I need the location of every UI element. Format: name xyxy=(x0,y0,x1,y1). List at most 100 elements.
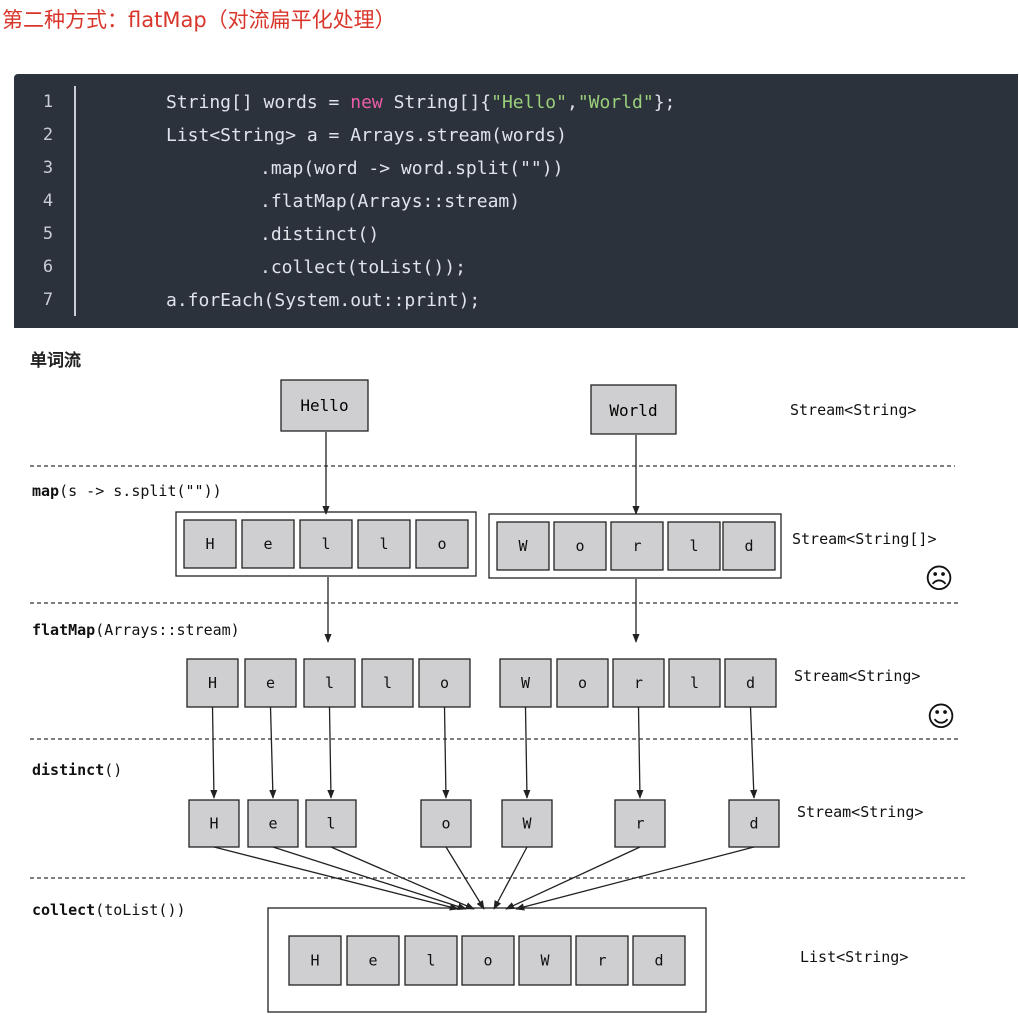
char-label: H xyxy=(205,535,214,553)
array-group xyxy=(175,511,477,577)
char-label: o xyxy=(437,535,446,553)
diagram-title: 单词流 xyxy=(30,350,81,371)
char-box xyxy=(244,658,297,708)
char-box xyxy=(575,935,629,986)
char-box xyxy=(668,658,721,708)
char-box xyxy=(415,519,469,569)
char-label: e xyxy=(263,535,272,553)
flow-arrow xyxy=(442,706,450,799)
char-box xyxy=(518,935,572,986)
char-box xyxy=(420,799,472,848)
code-text: .flatMap(Arrays::stream) xyxy=(260,191,521,212)
flow-arrow xyxy=(330,846,475,910)
char-label: o xyxy=(575,537,584,555)
flow-arrow xyxy=(493,846,528,910)
char-label: d xyxy=(749,815,758,833)
page-heading: 第二种方式：flatMap（对流扁平化处理） xyxy=(2,8,396,32)
char-label: l xyxy=(326,815,335,833)
flow-arrow xyxy=(636,706,644,799)
line-number: 7 xyxy=(42,290,54,310)
word-label: World xyxy=(609,401,657,420)
char-label: e xyxy=(368,952,377,970)
stage-label: collect(toList()) xyxy=(32,901,186,919)
code-text: List<String> a = Arrays.stream(words) xyxy=(166,125,567,146)
stream-type-label: Stream<String> xyxy=(794,667,920,685)
char-box xyxy=(188,799,240,848)
sad-face-icon: ☹ xyxy=(924,562,953,595)
char-box xyxy=(303,658,356,708)
char-box xyxy=(418,658,471,708)
char-label: W xyxy=(521,674,531,692)
stream-type-label: Stream<String> xyxy=(790,401,916,419)
char-box xyxy=(724,658,777,708)
char-label: l xyxy=(426,952,435,970)
char-label: o xyxy=(578,674,587,692)
list-container xyxy=(267,907,707,1013)
stream-type-label: Stream<String[]> xyxy=(792,530,937,548)
code-text: a.forEach(System.out::print); xyxy=(166,290,481,311)
char-label: e xyxy=(266,674,275,692)
char-label: d xyxy=(654,952,663,970)
char-label: W xyxy=(518,537,528,555)
word-box xyxy=(590,384,677,435)
char-box xyxy=(247,799,299,848)
char-label: r xyxy=(635,815,644,833)
char-box xyxy=(299,519,353,569)
char-box xyxy=(728,799,780,848)
array-group xyxy=(488,513,782,579)
char-label: d xyxy=(744,537,753,555)
code-text: .collect(toList()); xyxy=(260,257,466,278)
code-line: 3 .map(word -> word.split("")) xyxy=(14,152,1018,185)
char-label: l xyxy=(690,674,699,692)
char-label: r xyxy=(597,952,606,970)
flow-arrow xyxy=(749,706,758,799)
word-label: Hello xyxy=(300,396,348,415)
word-box xyxy=(280,379,369,432)
char-label: l xyxy=(379,535,388,553)
char-box xyxy=(357,519,411,569)
char-label: W xyxy=(522,815,532,833)
stream-type-label: List<String> xyxy=(800,948,908,966)
char-box xyxy=(346,935,400,986)
flow-arrow xyxy=(269,706,277,799)
char-box xyxy=(553,521,607,571)
char-label: d xyxy=(746,674,755,692)
stream-type-label: Stream<String> xyxy=(797,803,923,821)
line-number: 3 xyxy=(42,158,54,178)
flow-arrow xyxy=(505,846,641,910)
char-box xyxy=(183,519,237,569)
char-label: r xyxy=(632,537,641,555)
flow-arrow xyxy=(213,846,459,911)
char-label: l xyxy=(689,537,698,555)
code-gutter-divider xyxy=(74,86,76,316)
flow-arrow xyxy=(272,846,467,910)
char-box xyxy=(305,799,357,848)
flow-arrow xyxy=(445,846,485,910)
flow-arrow xyxy=(515,846,755,911)
stage-label: distinct() xyxy=(32,761,122,779)
char-box xyxy=(499,658,552,708)
char-label: o xyxy=(483,952,492,970)
char-label: e xyxy=(268,815,277,833)
char-box xyxy=(610,521,664,571)
stage-label: map(s -> s.split("")) xyxy=(32,482,222,500)
char-box xyxy=(288,935,342,986)
char-label: H xyxy=(209,815,218,833)
code-text: .map(word -> word.split("")) xyxy=(260,158,564,179)
code-line: 7 a.forEach(System.out::print); xyxy=(14,284,1018,317)
char-box xyxy=(667,521,721,571)
code-line: 6 .collect(toList()); xyxy=(14,251,1018,284)
char-label: r xyxy=(634,674,643,692)
char-box xyxy=(496,521,550,571)
flow-arrow xyxy=(210,706,218,799)
char-box xyxy=(186,658,239,708)
char-box xyxy=(501,799,553,848)
char-label: l xyxy=(325,674,334,692)
line-number: 5 xyxy=(42,224,54,244)
line-number: 6 xyxy=(42,257,54,277)
